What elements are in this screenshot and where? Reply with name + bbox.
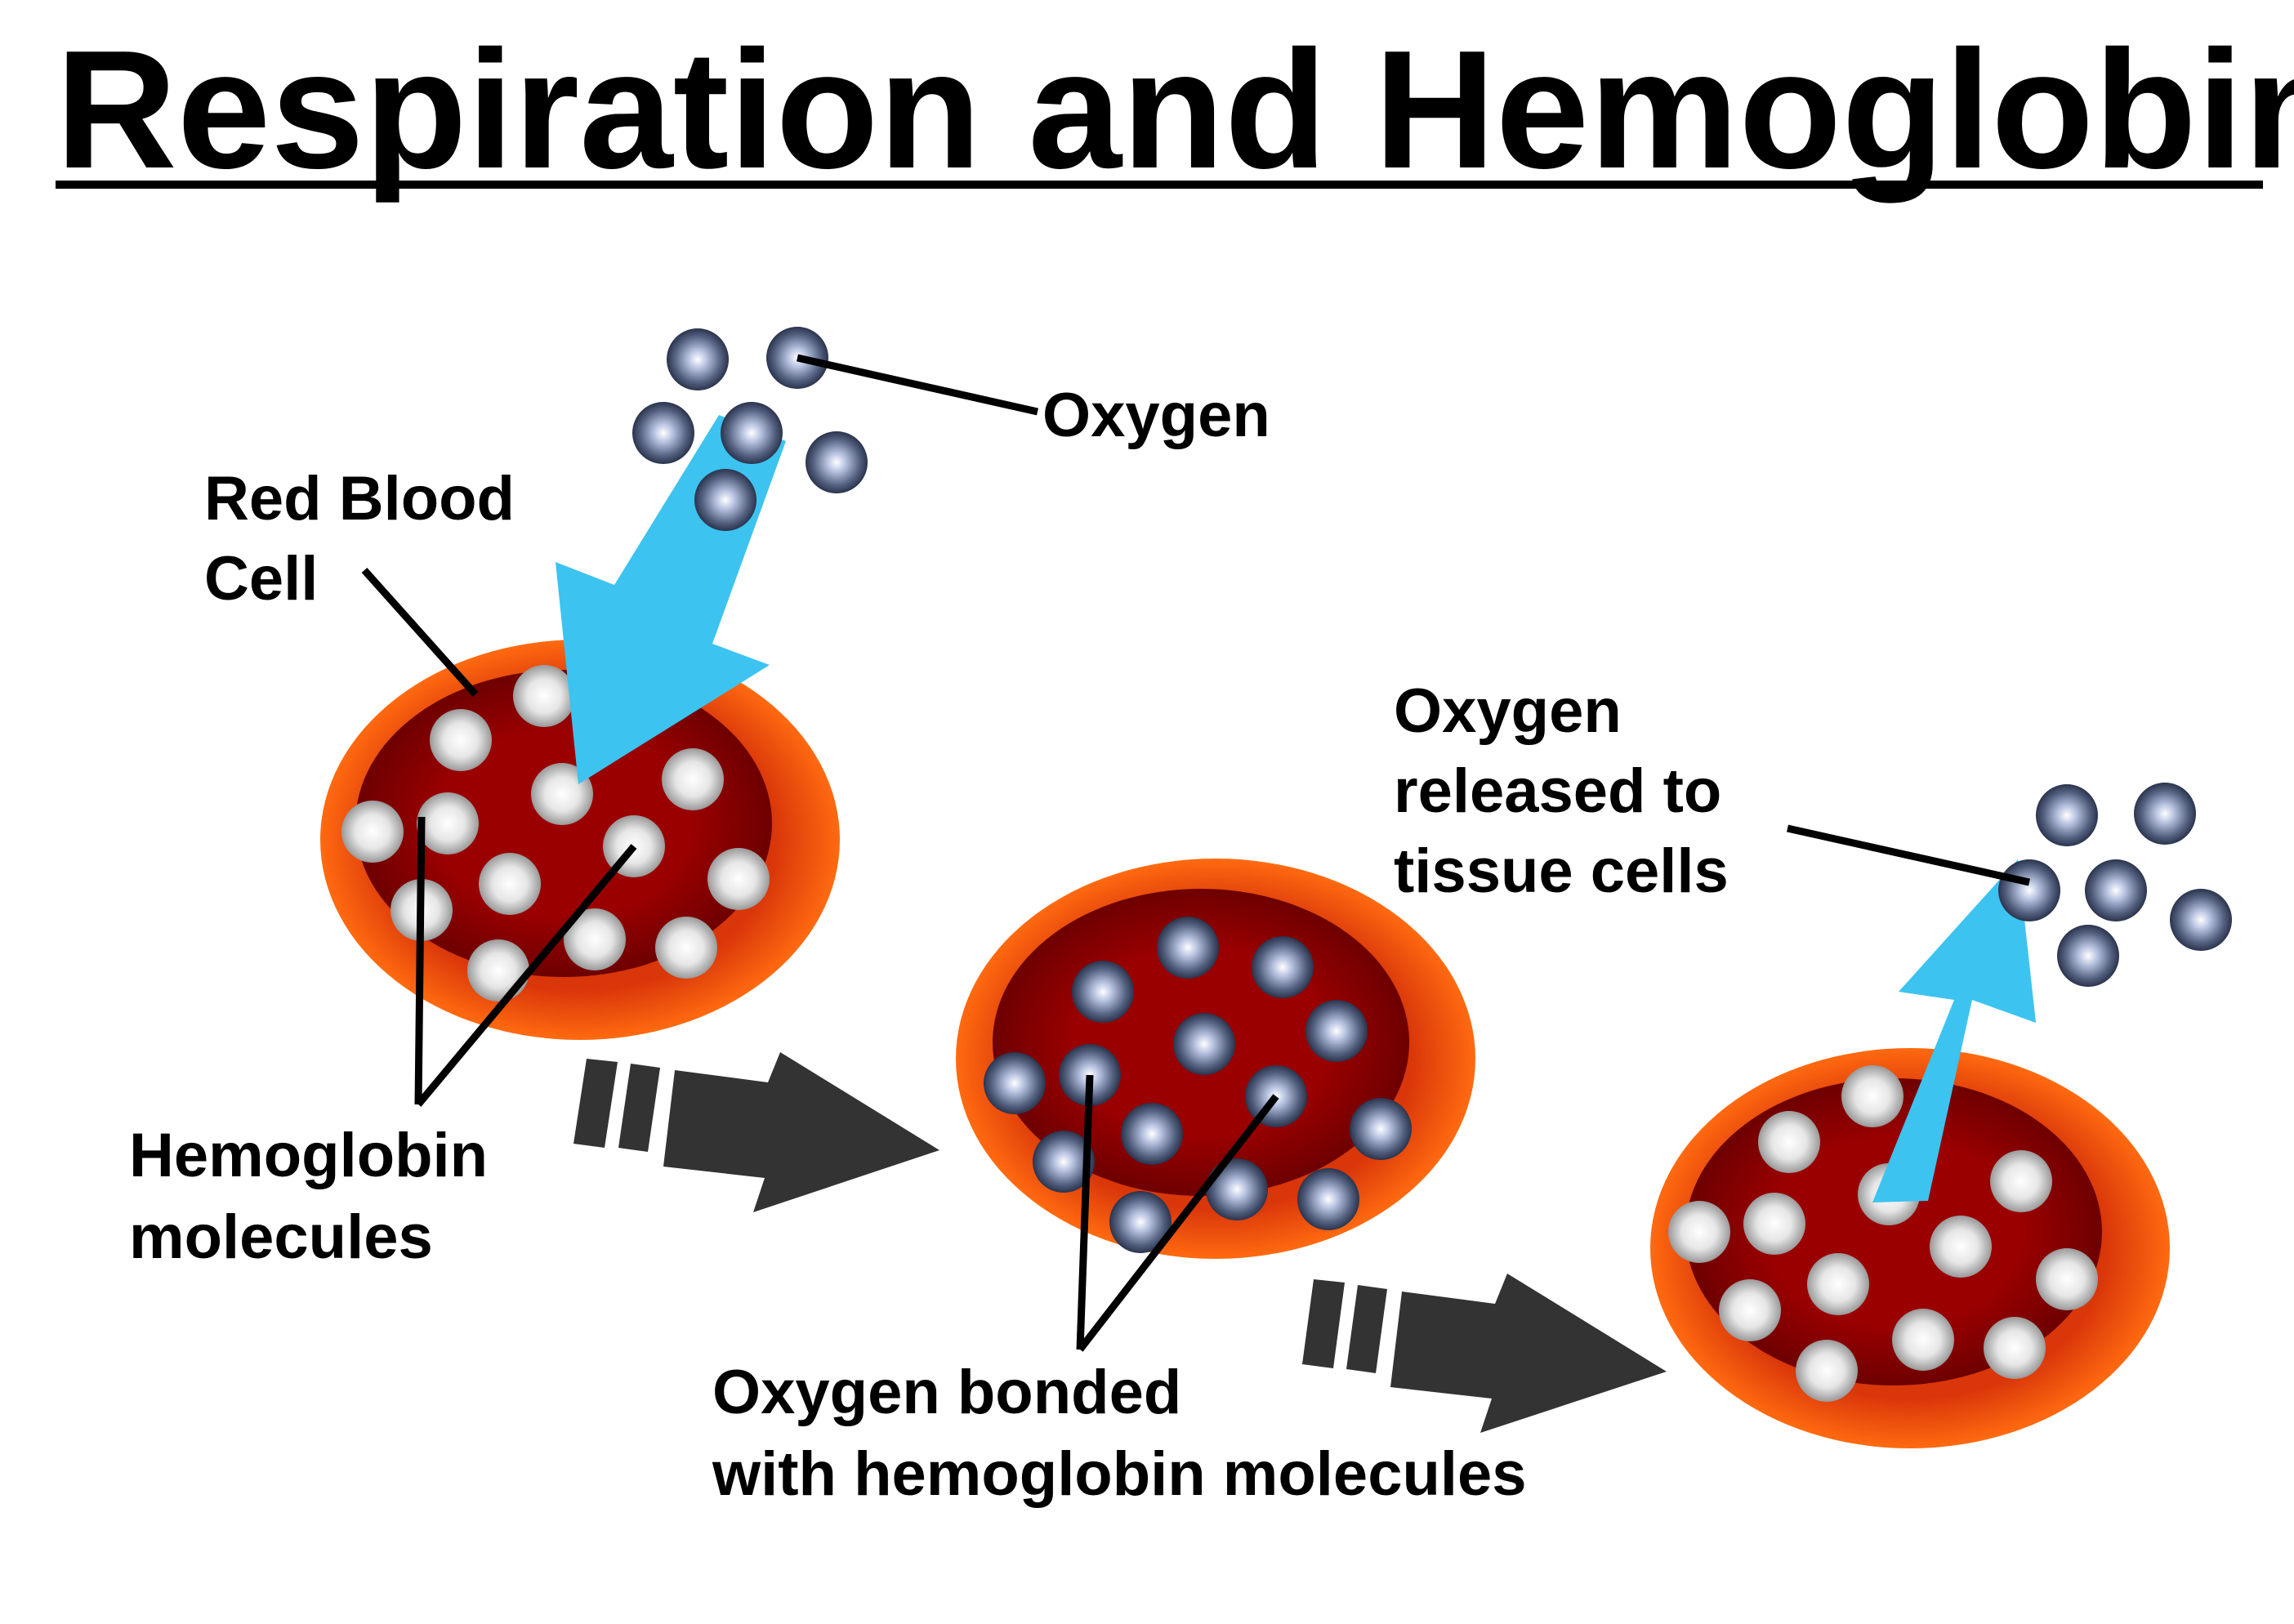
hemoglobin-molecule — [341, 801, 404, 863]
released-label-line1: Oxygen — [1394, 676, 1622, 746]
oxygen-bonded-molecule — [1206, 1158, 1268, 1220]
hemoglobin-molecule — [1892, 1309, 1954, 1371]
released-label-line2: released to — [1394, 756, 1721, 826]
oxygen-molecule — [2085, 859, 2147, 921]
hemoglobin-molecule — [1841, 1065, 1903, 1127]
bonded-label-line2: with hemoglobin molecules — [712, 1439, 1527, 1509]
hemoglobin-molecule — [531, 763, 593, 825]
hemoglobin-label-line1: Hemoglobin — [129, 1121, 488, 1190]
hemoglobin-molecule — [1807, 1253, 1869, 1315]
hemoglobin-molecule — [1719, 1279, 1781, 1341]
oxygen-molecule — [694, 469, 756, 531]
oxygen-bonded-molecule — [1173, 1013, 1235, 1075]
oxygen-bonded-molecule — [1072, 961, 1134, 1023]
released-label-line3: tissue cells — [1394, 837, 1729, 906]
hemoglobin-molecule — [467, 939, 529, 1002]
oxygen-bonded-molecules-cell-2 — [984, 917, 1412, 1253]
hemoglobin-label-line2: molecules — [129, 1202, 433, 1272]
hemoglobin-molecule — [2036, 1248, 2098, 1310]
oxygen-molecules-released — [1998, 783, 2232, 987]
oxygen-bonded-molecule — [1033, 1131, 1095, 1193]
oxygen-bonded-molecule — [1252, 936, 1314, 998]
hemoglobin-molecule — [655, 917, 717, 979]
oxygen-release-arrow — [1872, 859, 2036, 1202]
hemoglobin-leader-line-b — [415, 844, 637, 1107]
oxygen-bonded-molecule — [1350, 1098, 1412, 1160]
oxygen-molecule — [2057, 925, 2119, 987]
hemoglobin-molecule — [1930, 1216, 1992, 1278]
hemoglobin-molecule — [479, 853, 541, 915]
hemoglobin-molecule — [564, 908, 626, 970]
hemoglobin-molecules-cell-1 — [341, 665, 770, 1002]
hemoglobin-molecule — [417, 792, 479, 854]
bonded-label-line1: Oxygen bonded — [712, 1358, 1181, 1427]
oxygen-molecule — [2170, 889, 2232, 951]
oxygen-bonded-molecule — [1305, 1000, 1368, 1062]
hemoglobin-molecule — [430, 709, 492, 771]
oxygen-bonded-molecule — [1109, 1191, 1172, 1253]
oxygen-molecule — [806, 431, 868, 493]
oxygen-molecule — [2134, 783, 2196, 845]
bonded-leader-line-b — [1077, 1094, 1279, 1352]
red-blood-cell-leader-line — [361, 567, 479, 698]
oxygen-bonded-molecule — [1297, 1168, 1359, 1230]
oxygen-molecule — [2036, 784, 2098, 846]
oxygen-molecule — [721, 402, 783, 464]
red-blood-cell-label-line1: Red Blood — [204, 464, 515, 533]
red-blood-cell-3 — [1650, 1048, 2170, 1448]
hemoglobin-molecule — [1668, 1201, 1730, 1263]
hemoglobin-molecule — [1796, 1340, 1858, 1402]
process-arrow-1 — [574, 1052, 939, 1212]
oxygen-bonded-molecule — [1157, 917, 1219, 979]
hemoglobin-molecule — [1743, 1193, 1805, 1255]
hemoglobin-molecule — [1758, 1111, 1820, 1173]
hemoglobin-molecule — [1984, 1317, 2046, 1379]
bonded-leader-line-a — [1076, 1074, 1094, 1350]
hemoglobin-molecule — [662, 748, 724, 810]
released-leader-line — [1787, 824, 2030, 886]
oxygen-molecule — [632, 402, 694, 464]
hemoglobin-molecule — [1990, 1150, 2052, 1212]
process-arrow-2 — [1302, 1274, 1667, 1433]
page-title: Respiration and Hemoglobin — [56, 16, 2294, 203]
oxygen-molecules-incoming — [632, 327, 868, 531]
hemoglobin-leader-line-a — [414, 816, 426, 1105]
oxygen-molecule — [667, 328, 729, 390]
oxygen-bonded-molecule — [1121, 1103, 1183, 1165]
oxygen-leader-line — [797, 354, 1038, 416]
hemoglobin-molecule — [707, 848, 770, 910]
oxygen-bonded-molecule — [984, 1052, 1046, 1114]
oxygen-label: Oxygen — [1042, 381, 1270, 450]
hemoglobin-molecule — [513, 665, 575, 727]
oxygen-molecule — [1998, 859, 2060, 921]
red-blood-cell-label-line2: Cell — [204, 544, 318, 613]
